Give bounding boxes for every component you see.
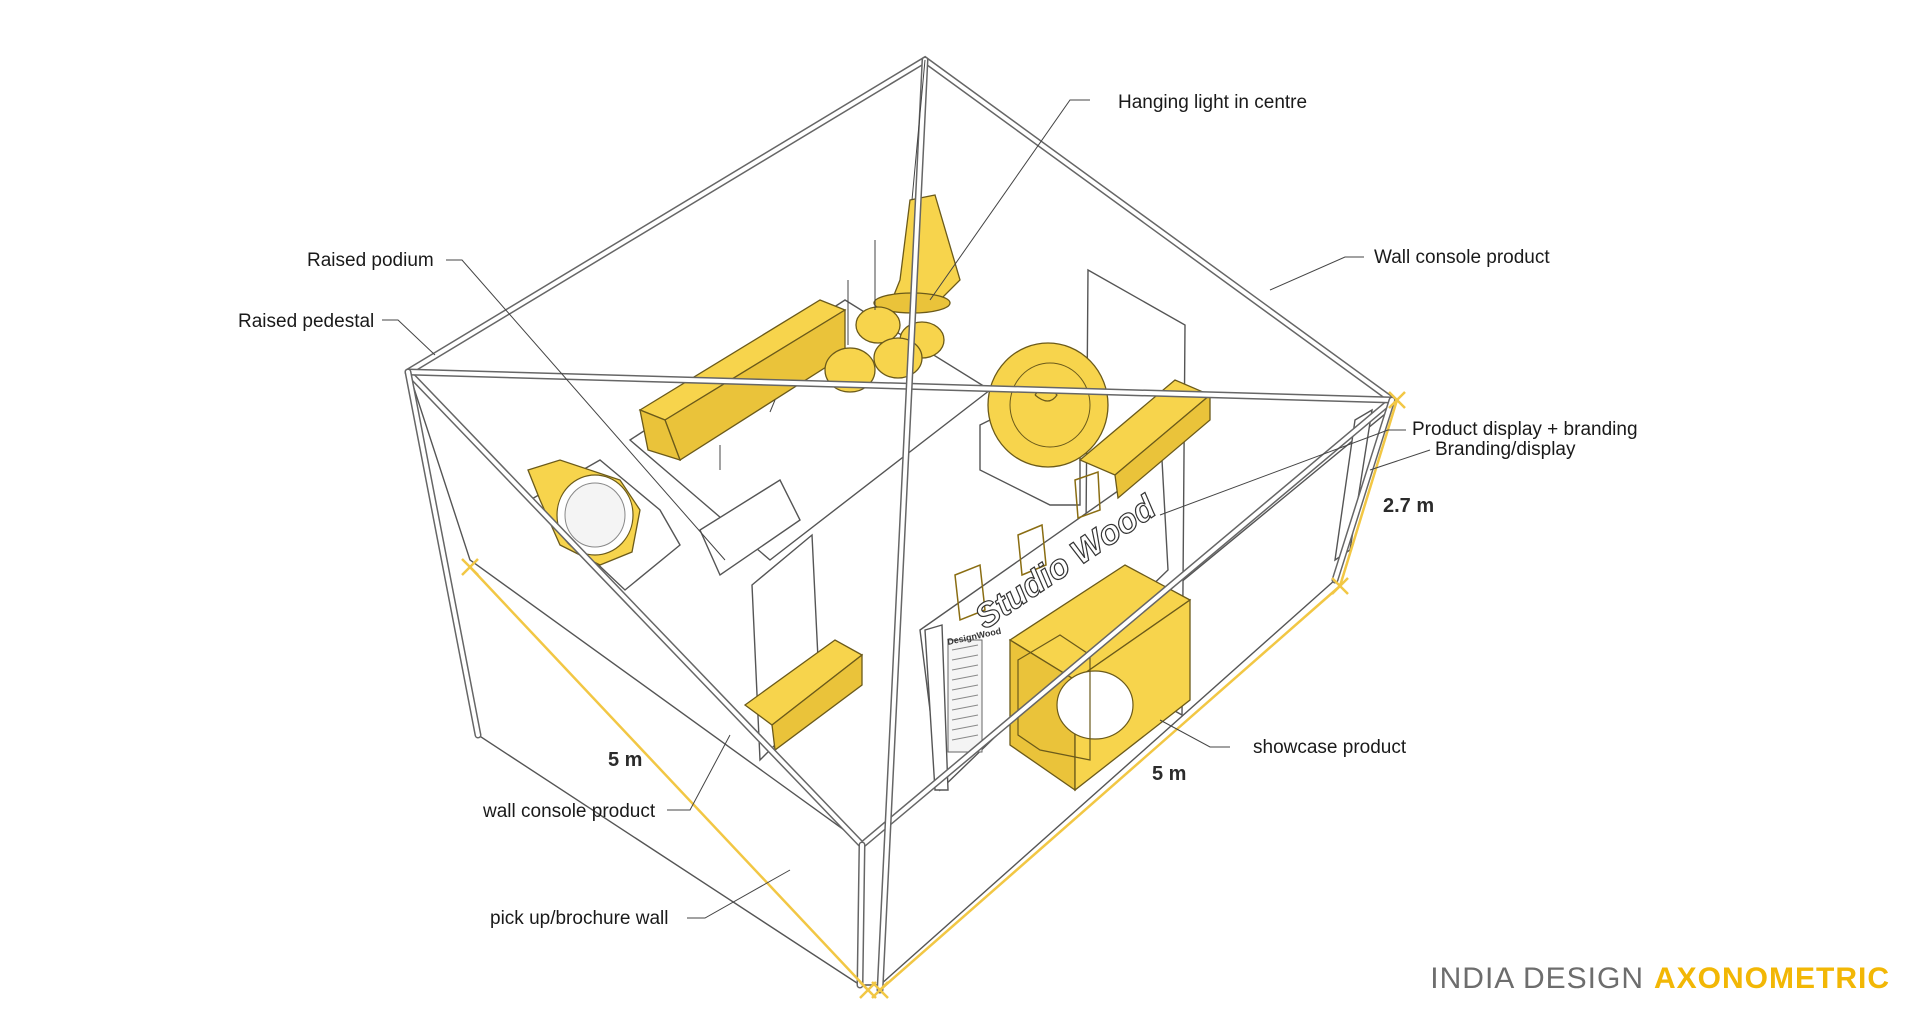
label-wall-console-left: wall console product: [482, 801, 656, 822]
leader-wall-console-left: [667, 734, 731, 811]
dim-label-right: 5 m: [1152, 763, 1186, 785]
frame-structure: [404, 55, 1398, 994]
leader-raised-podium: [446, 259, 726, 561]
dim-line-left: [469, 566, 869, 991]
label-pickup-wall: pick up/brochure wall: [490, 908, 668, 929]
dim-line-height: [1338, 399, 1399, 587]
showcase-porthole: [1056, 670, 1134, 740]
left-wall-console-front: [771, 653, 863, 752]
showcase-cabinet-side: [1074, 598, 1191, 792]
label-raised-pedestal: Raised pedestal: [238, 311, 374, 332]
label-wall-console-right: Wall console product: [1374, 247, 1550, 268]
sign-slat-panel: [947, 639, 983, 753]
label-hanging-light: Hanging light in centre: [1118, 92, 1307, 113]
podium-console-end: [639, 408, 682, 462]
right-wall-console-front: [1114, 393, 1211, 500]
leader-lines: [382, 99, 1431, 919]
label-branding-display: Branding/display: [1435, 439, 1576, 460]
annotations: Hanging light in centre Raised podium Ra…: [238, 92, 1638, 929]
label-showcase-product: showcase product: [1253, 737, 1407, 758]
central-display-wall-front: [924, 624, 949, 791]
footer-title: INDIA DESIGN AXONOMETRIC: [1430, 962, 1890, 995]
leader-wall-console-right: [1269, 256, 1364, 291]
pedestal-stand-3: [1074, 470, 1101, 520]
side-table-4: [873, 337, 923, 379]
label-raised-podium: Raised podium: [307, 250, 434, 271]
leader-showcase-product: [1159, 719, 1230, 748]
leader-pickup-wall: [687, 869, 791, 919]
console-leg: [769, 399, 776, 413]
showcase-glass-box: [1017, 634, 1091, 761]
furniture: [527, 194, 1212, 792]
podium-step: [699, 478, 801, 577]
dim-label-height: 2.7 m: [1383, 495, 1434, 517]
leader-branding-display: [1369, 449, 1431, 471]
dim-label-left: 5 m: [608, 749, 642, 771]
leader-raised-pedestal: [382, 319, 436, 356]
sign-slats: [951, 644, 979, 741]
dim-ticks: [461, 391, 1406, 999]
dim-line-right: [879, 585, 1341, 991]
round-display-disc: [987, 342, 1109, 468]
footer-title-text: INDIA DESIGN AXONOMETRIC: [1430, 962, 1890, 995]
hanging-light-shade: [889, 194, 961, 306]
leader-hanging-light: [929, 99, 1090, 301]
pedestal-stand-1: [954, 563, 986, 622]
pedestal-chair-inner: [564, 482, 626, 548]
dimension-lines: 5 m 5 m 2.7 m: [461, 391, 1434, 999]
pedestal-stand-2: [1017, 523, 1047, 577]
side-table-1: [855, 306, 901, 344]
footer-title-bold: AXONOMETRIC: [1654, 962, 1890, 995]
leader-product-display: [1159, 429, 1406, 516]
light-cord: [911, 59, 926, 201]
round-display-pattern: [1009, 362, 1091, 448]
label-product-display: Product display + branding: [1412, 419, 1638, 440]
footer-title-light: INDIA DESIGN: [1430, 962, 1644, 995]
